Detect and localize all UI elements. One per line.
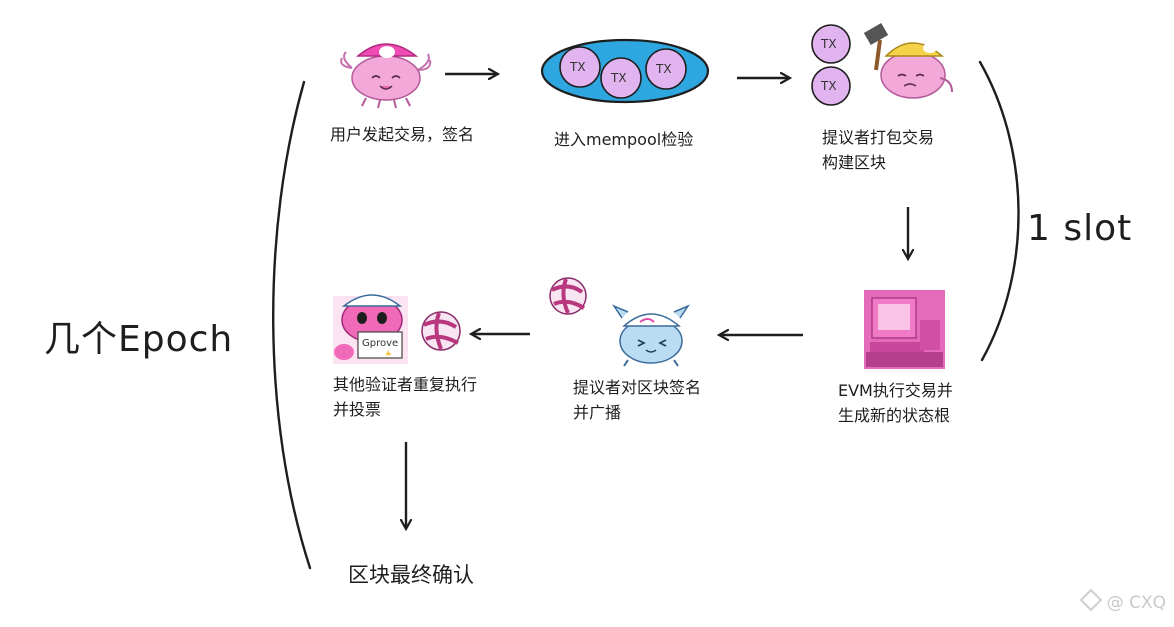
step-proposer-build-line-1: 提议者打包交易	[822, 128, 935, 147]
volleyball-icon	[421, 311, 461, 351]
step-validators-vote-label: 其他验证者重复执行 并投票	[333, 372, 477, 422]
step-user-sign-label: 用户发起交易，签名	[330, 122, 474, 147]
step-proposer-sign-line-1: 提议者对区块签名	[573, 378, 702, 397]
step-proposer-build-line-2: 构建区块	[822, 153, 887, 172]
gprove-board-text: Gprove	[362, 338, 398, 349]
tx-token-icon: TX	[645, 48, 687, 90]
proposer-mascot-icon	[863, 22, 953, 99]
user-mascot-icon	[340, 43, 432, 109]
step-proposer-sign-line-2: 并广播	[573, 403, 622, 422]
slot-bracket	[978, 60, 1020, 362]
signer-mascot-icon	[611, 304, 691, 367]
step-proposer-build-label: 提议者打包交易 构建区块	[822, 125, 934, 175]
step-mempool-text: 进入mempool检验	[554, 130, 694, 149]
watermark: @ CXQ	[1079, 588, 1166, 613]
tx-token-label: TX	[569, 60, 586, 74]
final-confirmation-label: 区块最终确认	[348, 563, 474, 587]
mempool-pool: TX TX TX	[540, 38, 710, 104]
epoch-label: 几个Epoch	[44, 319, 234, 360]
tx-token-icon: TX	[811, 66, 851, 106]
volleyball-icon	[549, 277, 587, 315]
tx-token-label: TX	[820, 37, 837, 51]
validator-mascot-icon: Gprove	[333, 294, 408, 364]
step-user-sign-text: 用户发起交易，签名	[330, 125, 475, 144]
tx-token-label: TX	[610, 71, 627, 85]
step-evm-execute-line-2: 生成新的状态根	[838, 406, 951, 425]
tx-token-icon: TX	[811, 24, 851, 64]
step-evm-execute-line-1: EVM执行交易并	[838, 381, 953, 400]
step-evm-execute-label: EVM执行交易并 生成新的状态根	[838, 378, 953, 428]
tx-token-label: TX	[820, 79, 837, 93]
watermark-text: @ CXQ	[1106, 593, 1166, 613]
step-validators-vote-line-2: 并投票	[333, 400, 382, 419]
slot-label: 1 slot	[1027, 208, 1133, 249]
step-validators-vote-line-1: 其他验证者重复执行	[333, 375, 478, 394]
epoch-bracket	[272, 80, 312, 570]
tx-token-icon: TX	[559, 46, 601, 88]
step-proposer-sign-label: 提议者对区块签名 并广播	[573, 375, 701, 425]
tx-token-label: TX	[655, 62, 672, 76]
evm-computer-image	[864, 290, 945, 369]
step-mempool-label: 进入mempool检验	[554, 127, 693, 152]
tx-token-icon: TX	[600, 57, 642, 99]
